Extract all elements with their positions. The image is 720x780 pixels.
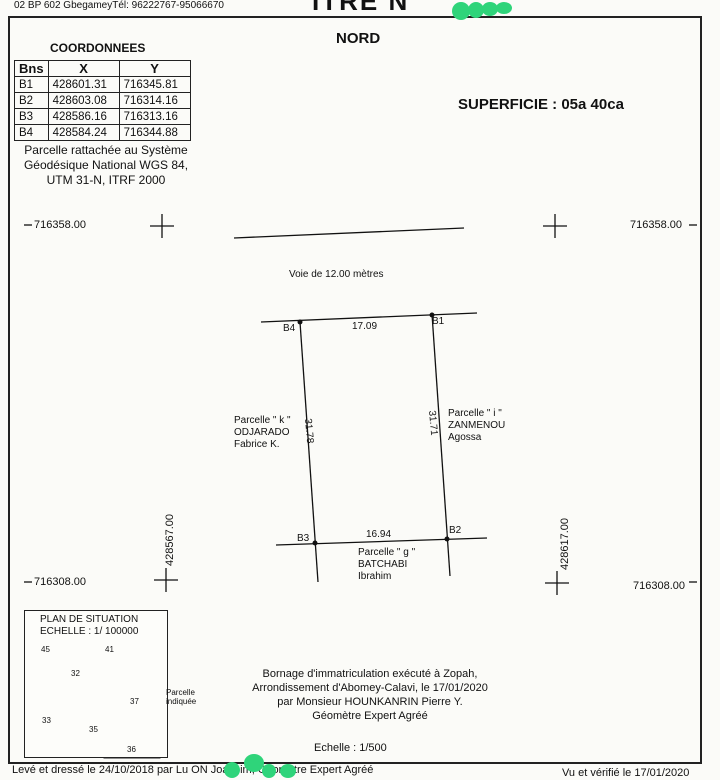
redaction-mark	[280, 764, 296, 778]
grid-label-y-bottom-left: 716308.00	[34, 576, 86, 588]
distance-east: 31.71	[426, 410, 440, 436]
situation-block-number: 33	[42, 716, 51, 725]
situation-block-number: 37	[130, 697, 139, 706]
road-edge	[233, 227, 465, 239]
grid-cross	[154, 568, 178, 592]
grid-label-y-top-left: 716358.00	[34, 219, 86, 231]
redaction-mark	[452, 2, 470, 20]
coord-header-bns: Bns	[14, 60, 49, 77]
neighbor-parcel: Parcelle " g "	[358, 547, 416, 558]
neighbor-west: Parcelle " k " ODJARADO Fabrice K.	[234, 415, 291, 451]
situation-block-number: 36	[127, 745, 136, 754]
grid-cross	[543, 214, 567, 238]
neighbor-owner-first: Agossa	[448, 432, 482, 443]
indicated-parcel-line2: indiquée	[166, 697, 197, 706]
situation-title: PLAN DE SITUATION ECHELLE : 1/ 100000	[40, 614, 138, 638]
coordinates-title: COORDONNEES	[50, 41, 146, 55]
redaction-mark	[468, 2, 484, 18]
situation-plan	[24, 610, 168, 758]
grid-cross	[150, 214, 174, 238]
distance-west: 31.78	[302, 418, 316, 444]
redaction-mark	[244, 754, 264, 772]
parcel-west-boundary	[299, 321, 319, 583]
coord-x: 428586.16	[47, 108, 120, 125]
bornage-line: Bornage d'immatriculation exécuté à Zopa…	[262, 668, 478, 680]
distance-north: 17.09	[352, 321, 378, 332]
grid-label-y-bottom-right: 716308.00	[633, 580, 685, 592]
scale-label: Echelle : 1/500	[314, 742, 387, 754]
superficie: SUPERFICIE : 05a 40ca	[458, 96, 624, 113]
situation-block-number: 32	[71, 669, 80, 678]
parcel-south-boundary	[275, 537, 488, 546]
bornage-statement: Bornage d'immatriculation exécuté à Zopa…	[210, 667, 530, 723]
indicated-parcel-label: Parcelle indiquée	[166, 688, 196, 706]
redaction-mark	[262, 764, 276, 778]
situation-block-number: 41	[105, 645, 114, 654]
beacon-b3-marker	[312, 540, 318, 546]
grid-label-x-left: 428567.00	[164, 514, 176, 566]
neighbor-east: Parcelle " i " ZANMENOU Agossa	[448, 408, 505, 444]
neighbor-owner: BATCHABI	[358, 559, 408, 570]
bornage-line: Arrondissement d'Abomey-Calavi, le 17/01…	[252, 682, 488, 694]
redaction-mark	[224, 762, 240, 778]
beacon-b1-marker	[429, 312, 435, 318]
coordinates-table: Bns X Y B1 428601.31 716345.81 B2 428603…	[14, 60, 191, 141]
bornage-line: Géomètre Expert Agréé	[312, 710, 428, 722]
beacon-b1-label: B1	[432, 316, 445, 327]
parcel-north-boundary	[260, 312, 478, 323]
coord-x: 428603.08	[47, 92, 120, 109]
neighbor-parcel: Parcelle " i "	[448, 408, 502, 419]
plan-frame	[8, 16, 702, 764]
beacon-b4-label: B4	[283, 323, 296, 334]
situation-scale: ECHELLE : 1/ 100000	[40, 626, 139, 637]
coord-y: 716314.16	[118, 92, 191, 109]
beacon-b2-marker	[444, 536, 450, 542]
geodetic-note: Parcelle rattachée au Système Géodésique…	[23, 143, 189, 187]
beacon-b2-label: B2	[449, 525, 462, 536]
north-label: NORD	[336, 30, 381, 47]
coord-y: 716345.81	[118, 76, 191, 93]
beacon-b4-marker	[297, 319, 303, 325]
redaction-mark	[482, 2, 498, 16]
beacon-id: B1	[14, 76, 49, 93]
contact-line: 02 BP 602 GbegameyTél: 96222767-95066670	[14, 0, 224, 11]
situation-block-number: 35	[89, 725, 98, 734]
indicated-parcel-line1: Parcelle	[166, 688, 195, 697]
footer-right: Vu et vérifié le 17/01/2020	[562, 767, 690, 779]
road-label: Voie de 12.00 mètres	[289, 269, 384, 280]
table-row: B4 428584.24 716344.88	[14, 124, 191, 141]
neighbor-owner: ZANMENOU	[448, 420, 506, 431]
parcel-east-boundary	[431, 313, 451, 577]
neighbor-south: Parcelle " g " BATCHABI Ibrahim	[358, 547, 415, 583]
redaction-mark	[496, 2, 512, 14]
grid-label-x-right: 428617.00	[559, 518, 571, 570]
coord-x: 428601.31	[47, 76, 120, 93]
beacon-b3-label: B3	[297, 533, 310, 544]
neighbor-owner-first: Fabrice K.	[234, 439, 280, 450]
coord-x: 428584.24	[47, 124, 120, 141]
title-fragment: ITRE N	[312, 0, 410, 16]
coord-y: 716344.88	[118, 124, 191, 141]
grid-cross	[545, 571, 569, 595]
bornage-line: par Monsieur HOUNKANRIN Pierre Y.	[277, 696, 463, 708]
neighbor-owner-first: Ibrahim	[358, 571, 392, 582]
table-row: B2 428603.08 716314.16	[14, 92, 191, 109]
table-row: B1 428601.31 716345.81	[14, 76, 191, 93]
situation-heading: PLAN DE SITUATION	[40, 614, 139, 625]
neighbor-parcel: Parcelle " k "	[234, 415, 291, 426]
footer-left: Levé et dressé le 24/10/2018 par Lu ON J…	[12, 764, 374, 776]
neighbor-owner: ODJARADO	[234, 427, 290, 438]
distance-south: 16.94	[366, 529, 392, 540]
situation-block-number: 45	[41, 645, 50, 654]
grid-label-y-top-right: 716358.00	[630, 219, 682, 231]
